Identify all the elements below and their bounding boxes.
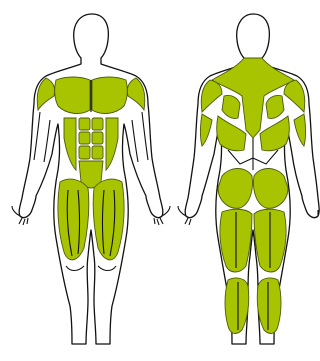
front-figure [12, 14, 170, 344]
front-left-quadriceps [58, 179, 89, 260]
abs-3-right [92, 146, 103, 159]
abs-1-left [79, 118, 90, 130]
front-right-quadriceps [93, 179, 124, 260]
back-figure [178, 14, 319, 344]
abs-2-right [92, 132, 103, 144]
abs-3-left [79, 146, 90, 159]
back-left-glute [218, 169, 253, 209]
abs-2-left [79, 132, 90, 144]
front-right-pectoral [92, 77, 127, 113]
abs-1-right [92, 118, 103, 130]
back-right-glute [254, 169, 289, 209]
front-left-pectoral [55, 77, 90, 113]
